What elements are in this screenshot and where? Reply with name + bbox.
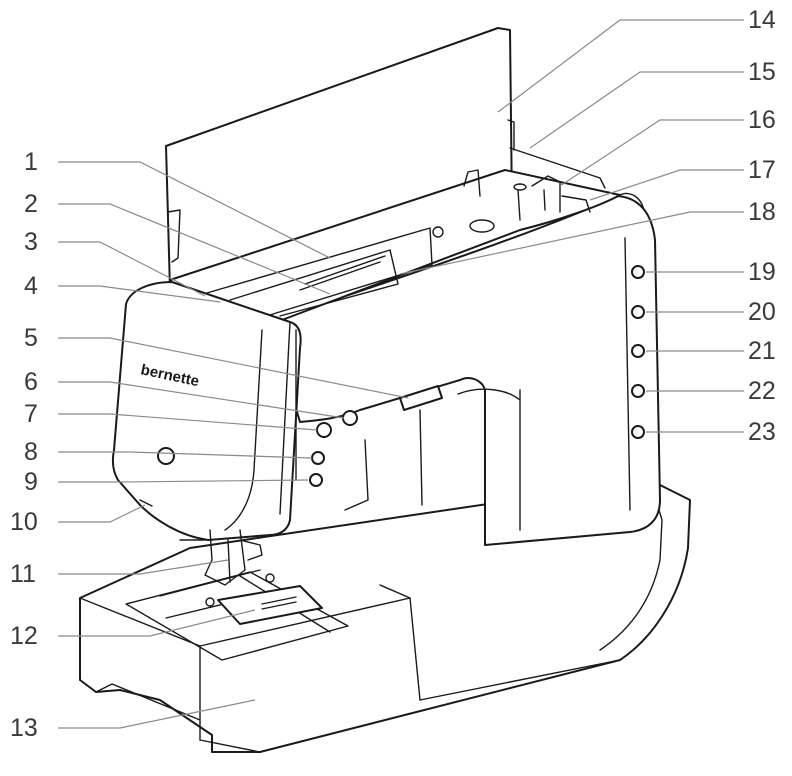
callout-21: 21: [748, 337, 776, 365]
button-23-icon: [631, 425, 645, 439]
callout-17: 17: [748, 156, 776, 184]
callout-13: 13: [10, 714, 38, 742]
callout-2: 2: [24, 190, 38, 218]
callout-14: 14: [748, 6, 776, 34]
button-19-icon: [631, 265, 645, 279]
callout-16: 16: [748, 106, 776, 134]
button-21-icon: [631, 344, 645, 358]
callout-18: 18: [748, 198, 776, 226]
machine-body: [269, 192, 661, 546]
callout-11: 11: [10, 560, 36, 588]
callout-12: 12: [10, 622, 38, 650]
callout-1: 1: [24, 148, 38, 176]
callout-22: 22: [748, 377, 776, 405]
button-9-icon: [309, 473, 323, 487]
leader-lines: [58, 19, 744, 729]
machine-top: [169, 147, 621, 321]
button-8-icon: [311, 451, 325, 465]
callout-6: 6: [24, 368, 38, 396]
thread-cutter-button-icon: [157, 447, 175, 465]
button-22-icon: [631, 384, 645, 398]
button-20-icon: [631, 305, 645, 319]
callout-5: 5: [24, 324, 38, 352]
button-7-icon: [316, 422, 332, 438]
button-6-icon: [342, 410, 358, 426]
right-buttons: [631, 265, 645, 439]
presser-foot: [179, 529, 263, 586]
callout-19: 19: [748, 258, 776, 286]
callout-23: 23: [748, 418, 776, 446]
machine-base: [79, 479, 691, 753]
callout-20: 20: [748, 298, 776, 326]
callout-8: 8: [24, 438, 38, 466]
callout-10: 10: [10, 508, 38, 536]
machine-head: bernette: [111, 281, 443, 541]
needle-plate: [125, 569, 349, 661]
callout-15: 15: [748, 58, 776, 86]
callout-7: 7: [24, 400, 38, 428]
callout-3: 3: [24, 228, 38, 256]
callout-4: 4: [24, 272, 38, 300]
speed-slider-icon: [399, 385, 443, 411]
callout-9: 9: [24, 468, 38, 496]
